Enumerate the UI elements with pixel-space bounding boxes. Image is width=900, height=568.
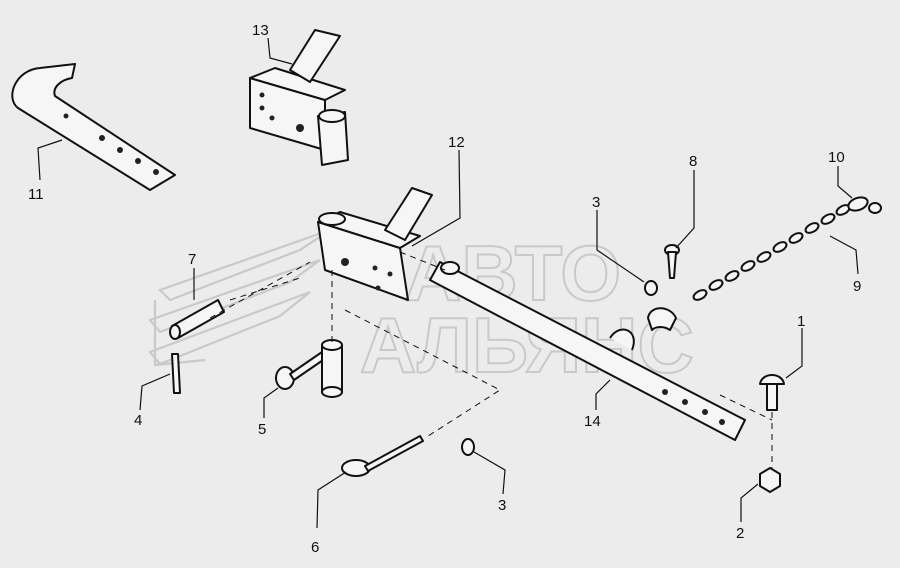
watermark-frame [153,300,206,367]
part-8-clevis-pin [664,244,680,279]
part-4-spring-pin [171,353,181,394]
part-2-nut [759,467,781,493]
callout-11: 11 [28,186,44,203]
part-5-ring-pin [275,351,327,390]
part-shackle [647,307,677,331]
callout-13: 13 [252,22,269,39]
part-13-bracket [249,29,349,166]
part-10-chain-hook [847,196,882,214]
watermark-stripe-3 [148,290,311,366]
part-14-drawbar [429,261,746,441]
part-7-pin [169,299,225,340]
callout-7: 7 [188,251,196,268]
callout-14: 14 [584,413,601,430]
part-6-linch-pin [341,435,424,477]
watermark-stripe-1 [157,228,331,302]
part-1-bolt [759,374,785,411]
callout-3-lower: 3 [498,497,506,514]
callout-5: 5 [258,421,266,438]
watermark-logo [148,228,331,367]
part-11-hook-bar [11,63,176,191]
part-3-ring-lower [461,438,475,456]
callout-1: 1 [797,313,805,330]
part-vertical-pin [321,339,343,398]
callout-2: 2 [736,525,744,542]
callout-12: 12 [448,134,465,151]
part-3-ring-upper [644,280,658,296]
callout-3-upper: 3 [592,194,600,211]
part-12-main-bracket [317,187,433,301]
assembly-lines [209,251,773,470]
part-9-chain [692,204,851,301]
leader-lines [37,37,859,529]
watermark-stripe-2 [148,258,321,334]
callout-10: 10 [828,149,845,166]
callout-6: 6 [311,539,319,556]
callout-4: 4 [134,412,142,429]
callout-8: 8 [689,153,697,170]
callout-9: 9 [853,278,861,295]
